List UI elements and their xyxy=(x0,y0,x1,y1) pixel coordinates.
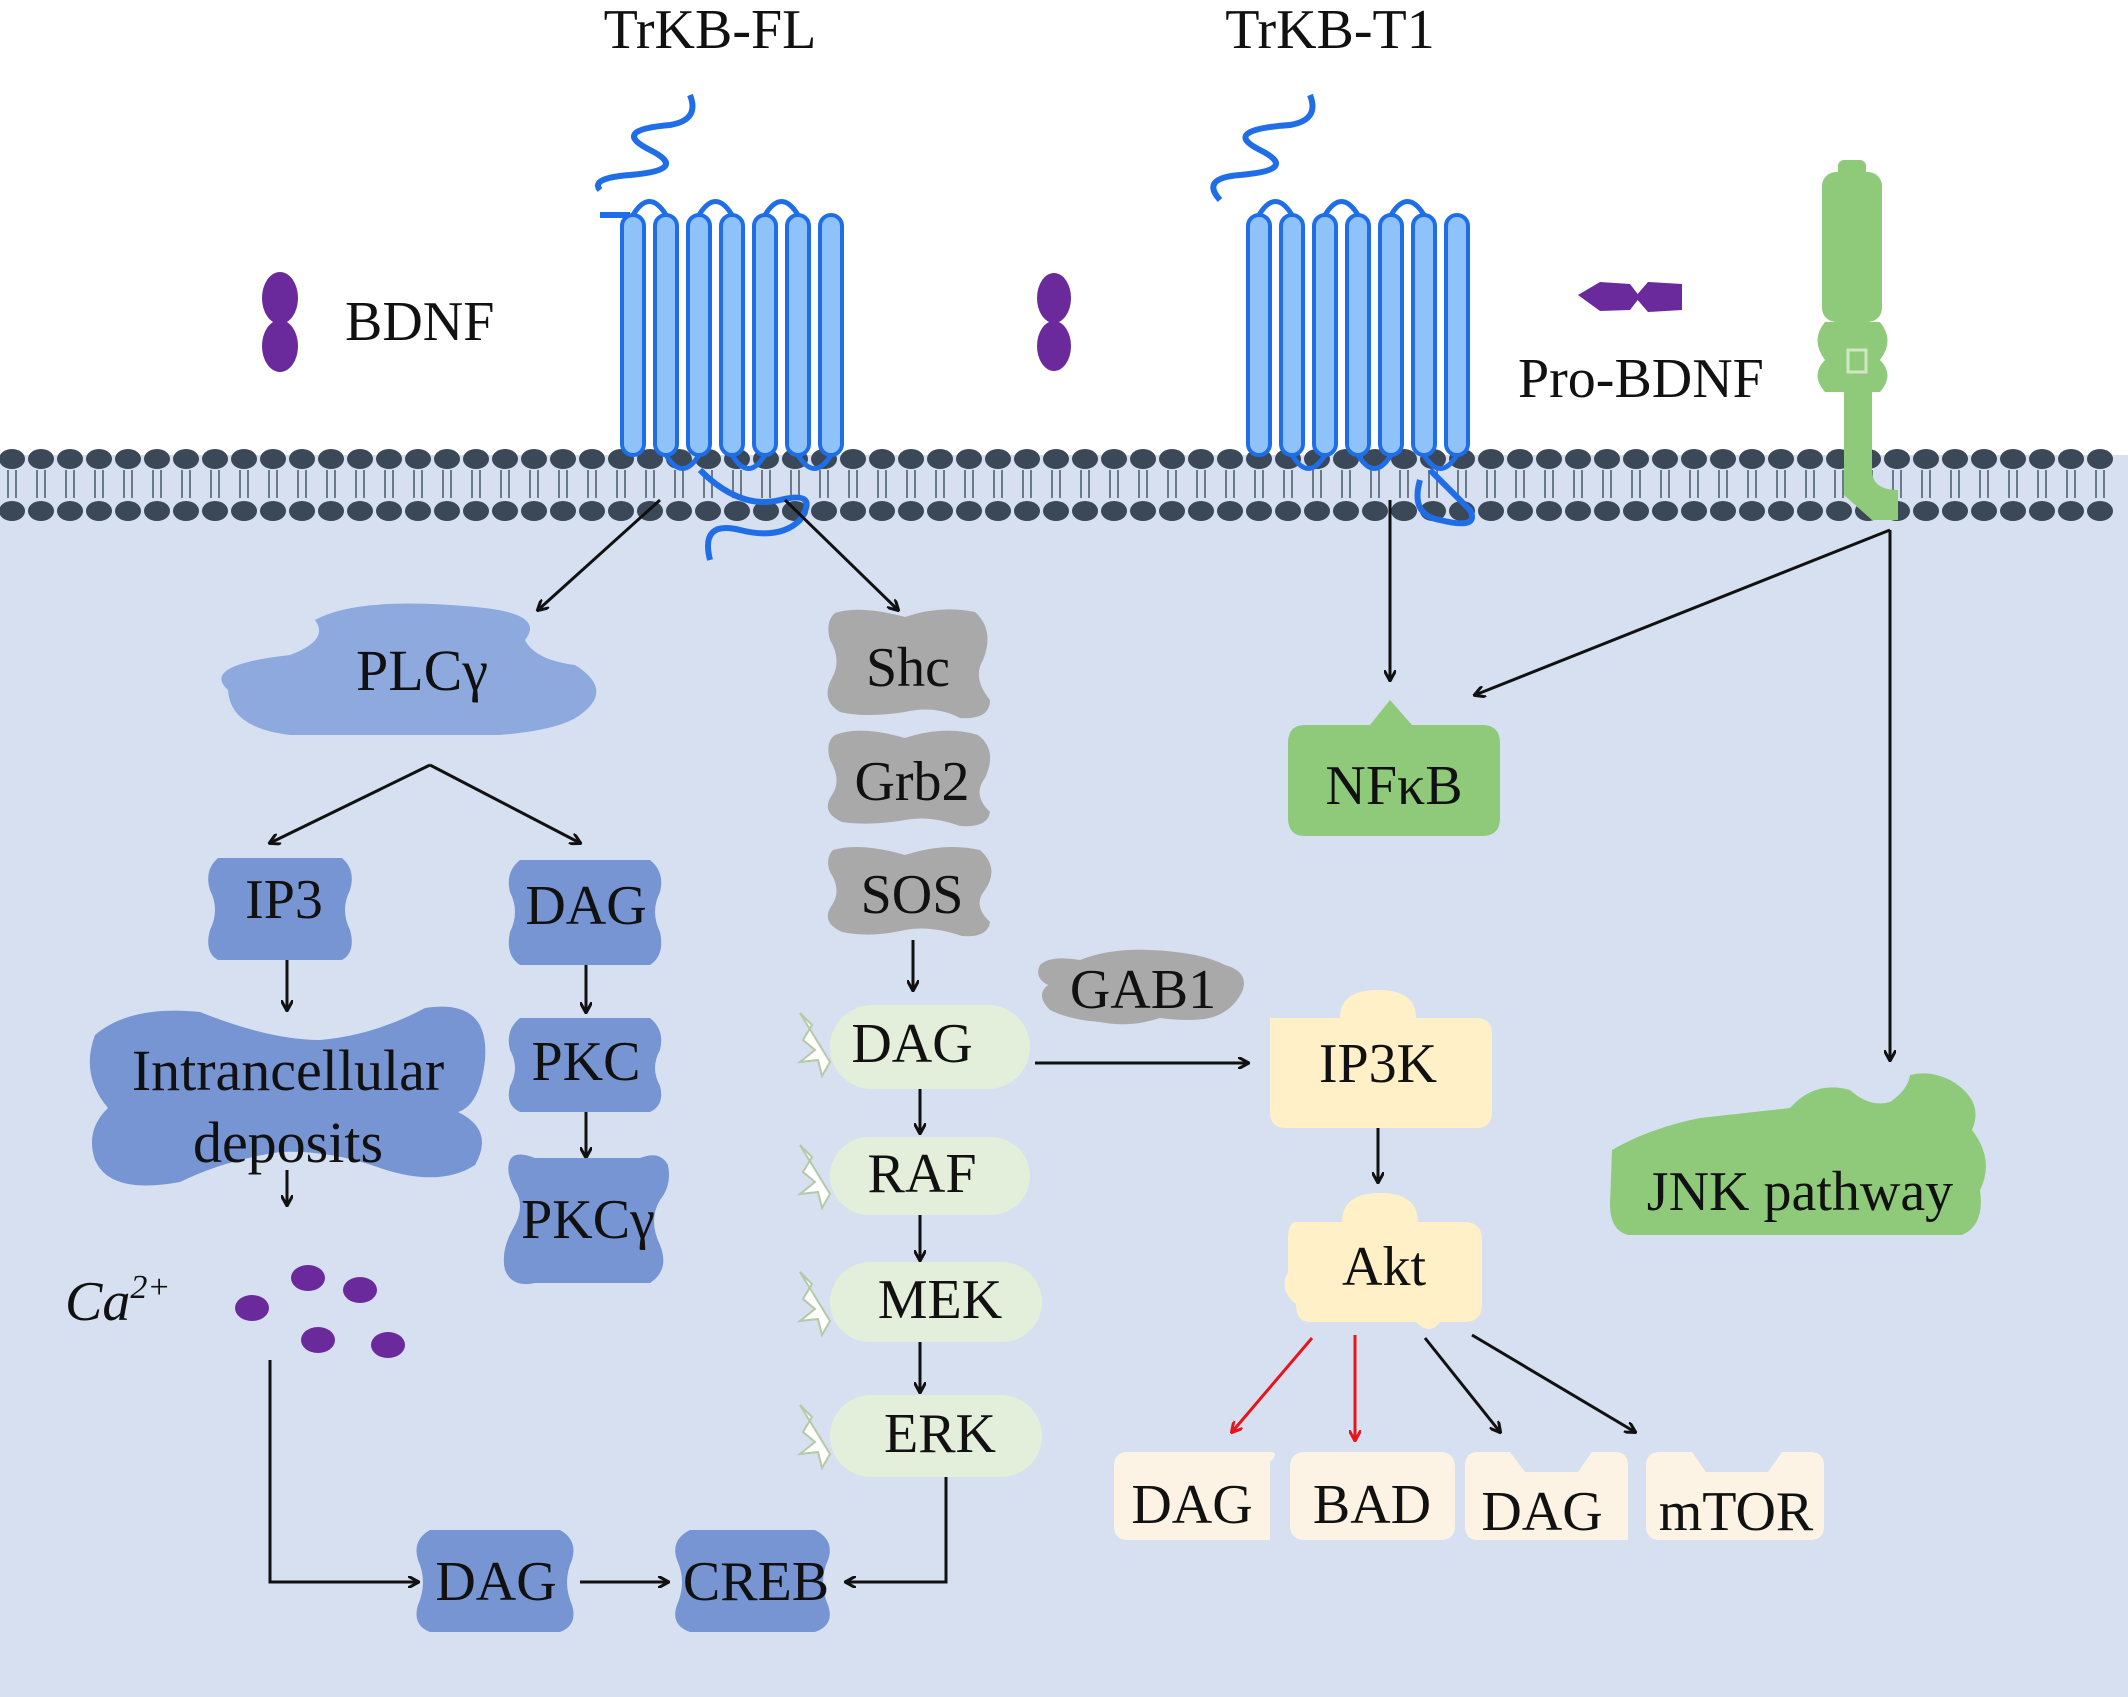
ip3-label: IP3 xyxy=(245,869,323,931)
grb2-label: Grb2 xyxy=(854,751,969,813)
plc-gamma-node xyxy=(221,603,597,735)
pro-bdnf-icon xyxy=(1578,282,1682,312)
bdnf-dimer-icon-2 xyxy=(1037,273,1071,371)
akt-target-3 xyxy=(1465,1452,1628,1540)
akt-label: Akt xyxy=(1342,1236,1426,1298)
pkc-label: PKC xyxy=(532,1031,641,1093)
pkc-gamma-label: PKCγ xyxy=(521,1189,655,1251)
creb-node xyxy=(675,1530,830,1632)
bdnf-dimer-icon xyxy=(262,272,298,372)
akt-target-4 xyxy=(1646,1452,1824,1540)
bottom-dag-node xyxy=(416,1530,574,1632)
mek-node xyxy=(796,1262,1042,1342)
pkc-node xyxy=(508,1018,662,1112)
ip3k-label: IP3K xyxy=(1319,1033,1437,1095)
shc-label: Shc xyxy=(866,637,950,699)
bdnf-label: BDNF xyxy=(345,291,494,353)
akt-target-3-label: DAG xyxy=(1481,1481,1602,1543)
cell-membrane xyxy=(0,449,2113,521)
jnk-label: JNK pathway xyxy=(1647,1161,1953,1223)
pro-bdnf-label: Pro-BDNF xyxy=(1518,348,1764,410)
ca-label: Ca2+ xyxy=(65,1269,170,1333)
mapk-dag-node xyxy=(796,1005,1030,1089)
nfkb-label: NFκB xyxy=(1325,755,1462,817)
trkb-t1-label: TrKB-T1 xyxy=(1225,0,1435,61)
erk-node xyxy=(796,1395,1042,1477)
shc-node xyxy=(827,609,990,719)
jnk-node xyxy=(1610,1073,1986,1235)
deposits-label-line2: deposits xyxy=(193,1110,383,1175)
ca-charge: 2+ xyxy=(130,1269,170,1306)
gab1-node xyxy=(1038,949,1244,1025)
plc-dag-label: DAG xyxy=(525,875,646,937)
plc-dag-node xyxy=(508,860,662,965)
grb2-node xyxy=(827,730,991,827)
gab1-label: GAB1 xyxy=(1070,959,1216,1021)
akt-target-4-label: mTOR xyxy=(1659,1481,1814,1543)
pkc-gamma-node xyxy=(503,1154,669,1285)
akt-target-2-label: BAD xyxy=(1313,1474,1431,1536)
creb-label: CREB xyxy=(683,1551,829,1613)
deposits-node xyxy=(89,1006,486,1186)
mapk-dag-label: DAG xyxy=(851,1013,972,1075)
akt-target-1-label: DAG xyxy=(1131,1474,1252,1536)
akt-node xyxy=(1284,1193,1482,1329)
trkb-fl-label: TrKB-FL xyxy=(604,0,817,61)
raf-label: RAF xyxy=(868,1143,977,1205)
mek-label: MEK xyxy=(878,1269,1002,1331)
akt-target-1 xyxy=(1114,1452,1275,1540)
ip3-node xyxy=(208,858,352,960)
nfkb-node xyxy=(1288,700,1500,836)
arrows xyxy=(270,498,1890,1582)
calcium-ions-icon xyxy=(235,1265,405,1358)
plc-gamma-label: PLCγ xyxy=(356,638,488,703)
sos-node xyxy=(827,846,992,937)
trkb-fl-receptor xyxy=(595,93,844,561)
ca-symbol: Ca xyxy=(65,1271,130,1333)
akt-target-2 xyxy=(1290,1452,1455,1540)
bottom-dag-label: DAG xyxy=(435,1551,556,1613)
sos-label: SOS xyxy=(861,864,964,926)
deposits-label-line1: Intrancellular xyxy=(132,1038,444,1103)
raf-node xyxy=(796,1137,1030,1215)
erk-label: ERK xyxy=(884,1403,996,1465)
trkb-t1-receptor xyxy=(1210,93,1475,527)
p75-receptor xyxy=(1817,160,1898,520)
ip3k-node xyxy=(1270,990,1492,1128)
